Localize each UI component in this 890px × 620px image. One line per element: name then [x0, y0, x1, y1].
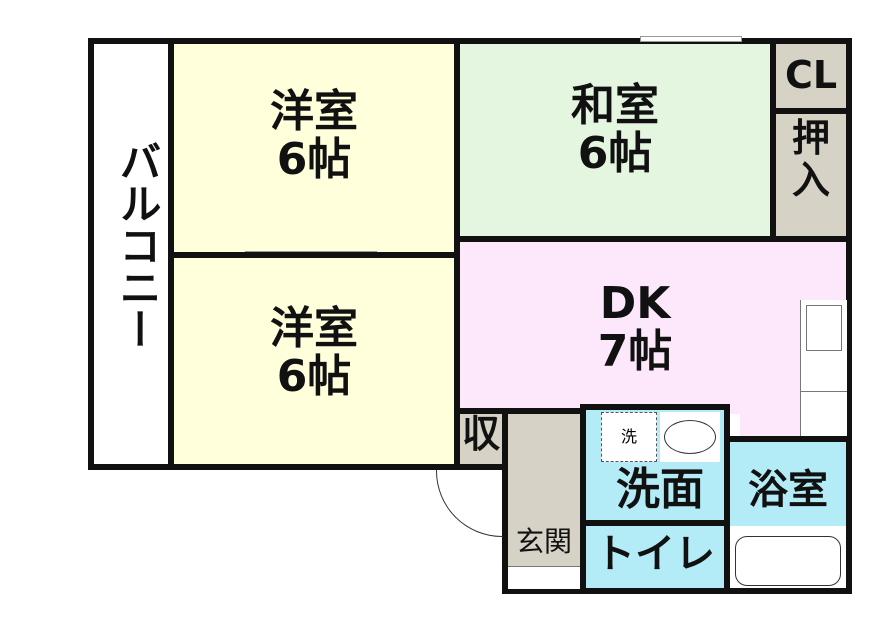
entrance	[502, 408, 586, 594]
dk-label: DK 7帖	[560, 278, 710, 378]
balcony-label: バルコニー	[113, 140, 162, 350]
closet	[770, 38, 852, 114]
oshiire-label: 押入	[791, 116, 830, 202]
dining-kitchen	[454, 236, 852, 414]
sink-icon	[660, 412, 720, 462]
room-name: 和室	[571, 80, 659, 131]
bathroom-floor	[730, 442, 846, 526]
room-size: 7帖	[597, 326, 673, 378]
toilet-label: トイレ	[595, 531, 715, 577]
western-room-2-label: 洋室 6帖	[168, 303, 460, 403]
room-name: 洋室	[270, 303, 358, 354]
storage-label: 収	[461, 412, 500, 456]
entrance-step	[508, 566, 580, 589]
toilet	[580, 520, 730, 594]
window	[640, 36, 742, 42]
room-name: DK	[599, 278, 671, 329]
entrance-label: 玄関	[515, 525, 572, 558]
closet-label: CL	[784, 53, 838, 97]
bathtub-icon	[735, 536, 841, 586]
room-size: 6帖	[276, 351, 352, 403]
japanese-room-label: 和室 6帖	[454, 80, 776, 180]
kitchen-counter	[800, 300, 847, 440]
room-size: 6帖	[276, 134, 352, 186]
room-size: 6帖	[577, 128, 653, 180]
entrance-door-swing	[436, 470, 503, 537]
washer-space: 洗	[601, 412, 657, 462]
washroom-label: 洗面	[616, 464, 704, 515]
western-room-1-label: 洋室 6帖	[168, 86, 460, 186]
oshiire	[770, 108, 852, 242]
bathroom-label: 浴室	[748, 467, 828, 513]
room-name: 洋室	[270, 86, 358, 137]
